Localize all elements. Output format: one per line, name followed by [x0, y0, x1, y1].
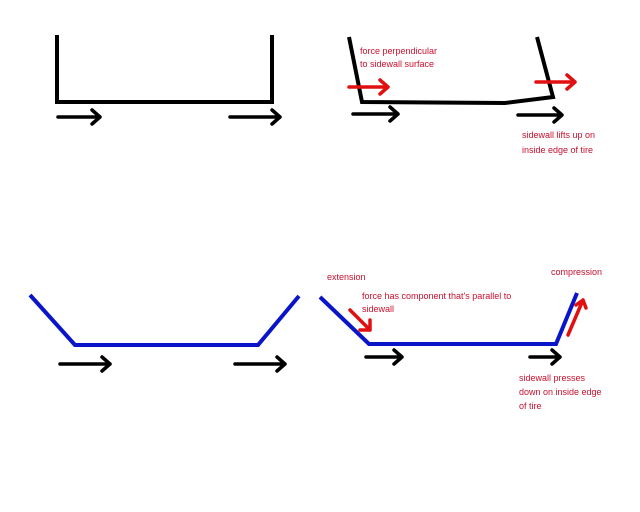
tire-profile [318, 292, 579, 346]
panel-upright-tire [55, 35, 282, 126]
perpendicular-force-arrow-icon [534, 73, 577, 91]
force-arrow-icon [56, 108, 102, 126]
force-arrow-icon [351, 105, 400, 123]
force-arrow-icon [233, 355, 287, 373]
sidewall-note-line: sidewall lifts up on [522, 130, 595, 140]
panel-tilted-tire: force perpendicular to sidewall surface … [347, 36, 595, 155]
force-note-line: force has component that's parallel to [362, 291, 511, 301]
force-arrow-icon [528, 348, 562, 366]
force-arrow-icon [516, 106, 564, 124]
force-note-line: force perpendicular [360, 46, 437, 56]
tire-profile [347, 36, 556, 106]
sidewall-note-line: sidewall presses [519, 373, 586, 383]
force-arrow-icon [58, 355, 112, 373]
force-note-line: to sidewall surface [360, 59, 434, 69]
sidewall-note-line: of tire [519, 401, 542, 411]
tire-profile [55, 35, 274, 104]
perpendicular-force-arrow-icon [347, 78, 390, 96]
panel-angled-tire-forces: extension compression force has componen… [318, 267, 602, 411]
compression-force-arrow-icon [566, 298, 588, 337]
force-arrow-icon [364, 348, 404, 366]
force-note-line: sidewall [362, 304, 394, 314]
force-arrow-icon [228, 108, 282, 126]
tire-profile [28, 293, 301, 347]
extension-label: extension [327, 272, 366, 282]
sidewall-note-line: down on inside edge [519, 387, 602, 397]
parallel-force-arrow-icon [348, 308, 372, 332]
compression-label: compression [551, 267, 602, 277]
sidewall-note-line: inside edge of tire [522, 145, 593, 155]
panel-angled-tire [28, 293, 301, 373]
